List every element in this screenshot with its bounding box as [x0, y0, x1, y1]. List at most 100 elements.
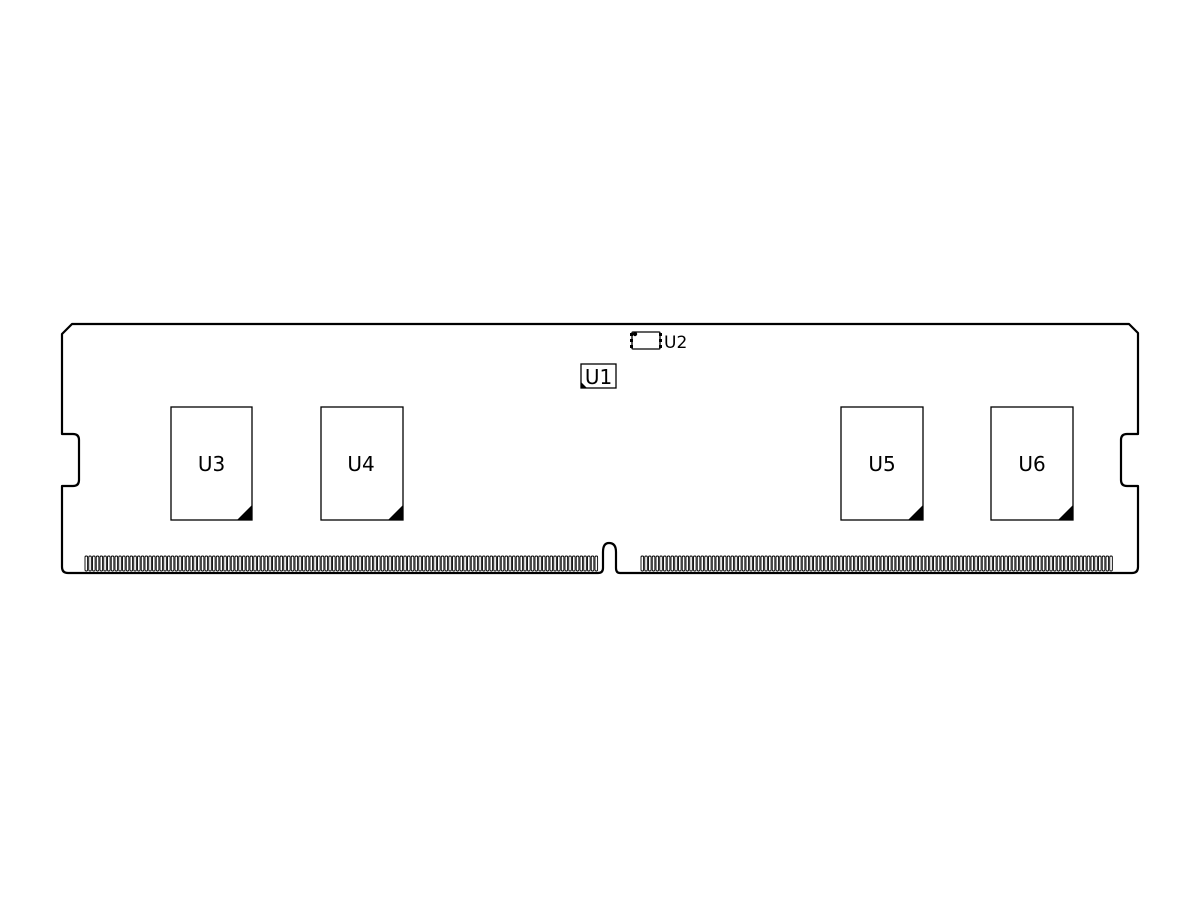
- contact-pin: [155, 555, 160, 572]
- contact-pin: [674, 555, 678, 572]
- u2-pad: [630, 333, 633, 336]
- contact-pin: [723, 555, 727, 572]
- contact-pin: [974, 555, 978, 572]
- contact-pin: [568, 555, 572, 572]
- contact-pin: [648, 555, 652, 572]
- contact-pin: [948, 555, 952, 572]
- contact-pin: [985, 555, 990, 572]
- u4-body: [320, 406, 404, 521]
- contact-pin: [865, 555, 870, 572]
- contact-pin: [504, 555, 509, 572]
- contact-pin: [910, 555, 915, 572]
- contact-pin: [328, 555, 332, 572]
- contact-pin: [463, 555, 467, 572]
- contact-pin: [553, 555, 557, 572]
- contact-pin: [489, 555, 494, 572]
- contact-pin: [200, 555, 205, 572]
- contact-pin: [1038, 555, 1042, 572]
- contact-pin: [515, 555, 520, 572]
- contact-pin: [242, 555, 246, 572]
- contact-pin: [437, 555, 441, 572]
- contact-pin: [365, 555, 370, 572]
- contact-pin: [753, 555, 757, 572]
- contact-pin: [959, 555, 963, 572]
- contact-pin: [467, 555, 471, 572]
- contact-pin: [388, 555, 392, 572]
- contact-pin: [828, 555, 832, 572]
- u3-pin1-mark: [237, 505, 252, 520]
- contact-pin: [137, 555, 141, 572]
- contact-pin: [118, 555, 122, 572]
- contact-pin: [197, 555, 201, 572]
- contact-pin: [700, 555, 705, 572]
- contact-pin: [888, 555, 892, 572]
- u5-pin1-mark: [908, 505, 923, 520]
- dram-chip-u5: U5: [840, 406, 924, 521]
- contact-pin: [249, 555, 254, 572]
- contact-pin: [798, 555, 802, 572]
- contact-pin: [640, 555, 645, 572]
- contact-pin: [846, 555, 851, 572]
- contact-pin: [579, 555, 584, 572]
- contact-pin: [324, 555, 329, 572]
- contact-pin: [257, 555, 261, 572]
- contact-pin: [936, 555, 941, 572]
- u6-body: [990, 406, 1074, 521]
- contact-pin: [343, 555, 347, 572]
- contact-pin: [234, 555, 239, 572]
- contact-pin: [88, 555, 92, 572]
- contact-pin: [133, 555, 137, 572]
- contact-pin: [805, 555, 810, 572]
- edge-connector-right: [640, 555, 1113, 572]
- contact-pin: [542, 555, 546, 572]
- contact-pin: [835, 555, 840, 572]
- contact-pin: [711, 555, 716, 572]
- contact-pin: [92, 555, 96, 572]
- contact-pin: [760, 555, 765, 572]
- contact-pin: [689, 555, 693, 572]
- contact-pin: [167, 555, 171, 572]
- contact-pin: [663, 555, 667, 572]
- contact-pin: [891, 555, 896, 572]
- contact-pin: [741, 555, 746, 572]
- contact-pin: [951, 555, 956, 572]
- contact-pin: [655, 555, 660, 572]
- contact-pin: [756, 555, 761, 572]
- contact-pin: [174, 555, 179, 572]
- contact-pin: [283, 555, 287, 572]
- contact-pin: [801, 555, 806, 572]
- contact-pin: [768, 555, 772, 572]
- contact-pin: [726, 555, 731, 572]
- contact-pin: [103, 555, 107, 572]
- contact-pin: [485, 555, 490, 572]
- u2-pad: [630, 339, 633, 342]
- contact-pin: [422, 555, 426, 572]
- contact-pin: [572, 555, 576, 572]
- contact-pin: [500, 555, 505, 572]
- contact-pin: [275, 555, 280, 572]
- u1-body: [580, 363, 617, 389]
- contact-pin: [395, 555, 400, 572]
- contact-pin: [557, 555, 561, 572]
- contact-pin: [354, 555, 359, 572]
- contact-pin: [1094, 555, 1098, 572]
- contact-pin: [534, 555, 539, 572]
- contact-pin: [407, 555, 411, 572]
- contact-pin: [185, 555, 190, 572]
- contact-pin: [693, 555, 697, 572]
- contact-pin: [583, 555, 587, 572]
- contact-pin: [410, 555, 415, 572]
- contact-pin: [899, 555, 903, 572]
- contact-pin: [362, 555, 366, 572]
- contact-pin: [1075, 555, 1080, 572]
- contact-pin: [978, 555, 982, 572]
- contact-pin: [858, 555, 862, 572]
- contact-pin: [659, 555, 663, 572]
- u2-component: U2: [630, 331, 687, 353]
- contact-pin: [1041, 555, 1046, 572]
- contact-pin: [1011, 555, 1016, 572]
- contact-pin: [1053, 555, 1057, 572]
- contact-pin: [84, 555, 89, 572]
- contact-pin: [425, 555, 430, 572]
- contact-pin: [880, 555, 885, 572]
